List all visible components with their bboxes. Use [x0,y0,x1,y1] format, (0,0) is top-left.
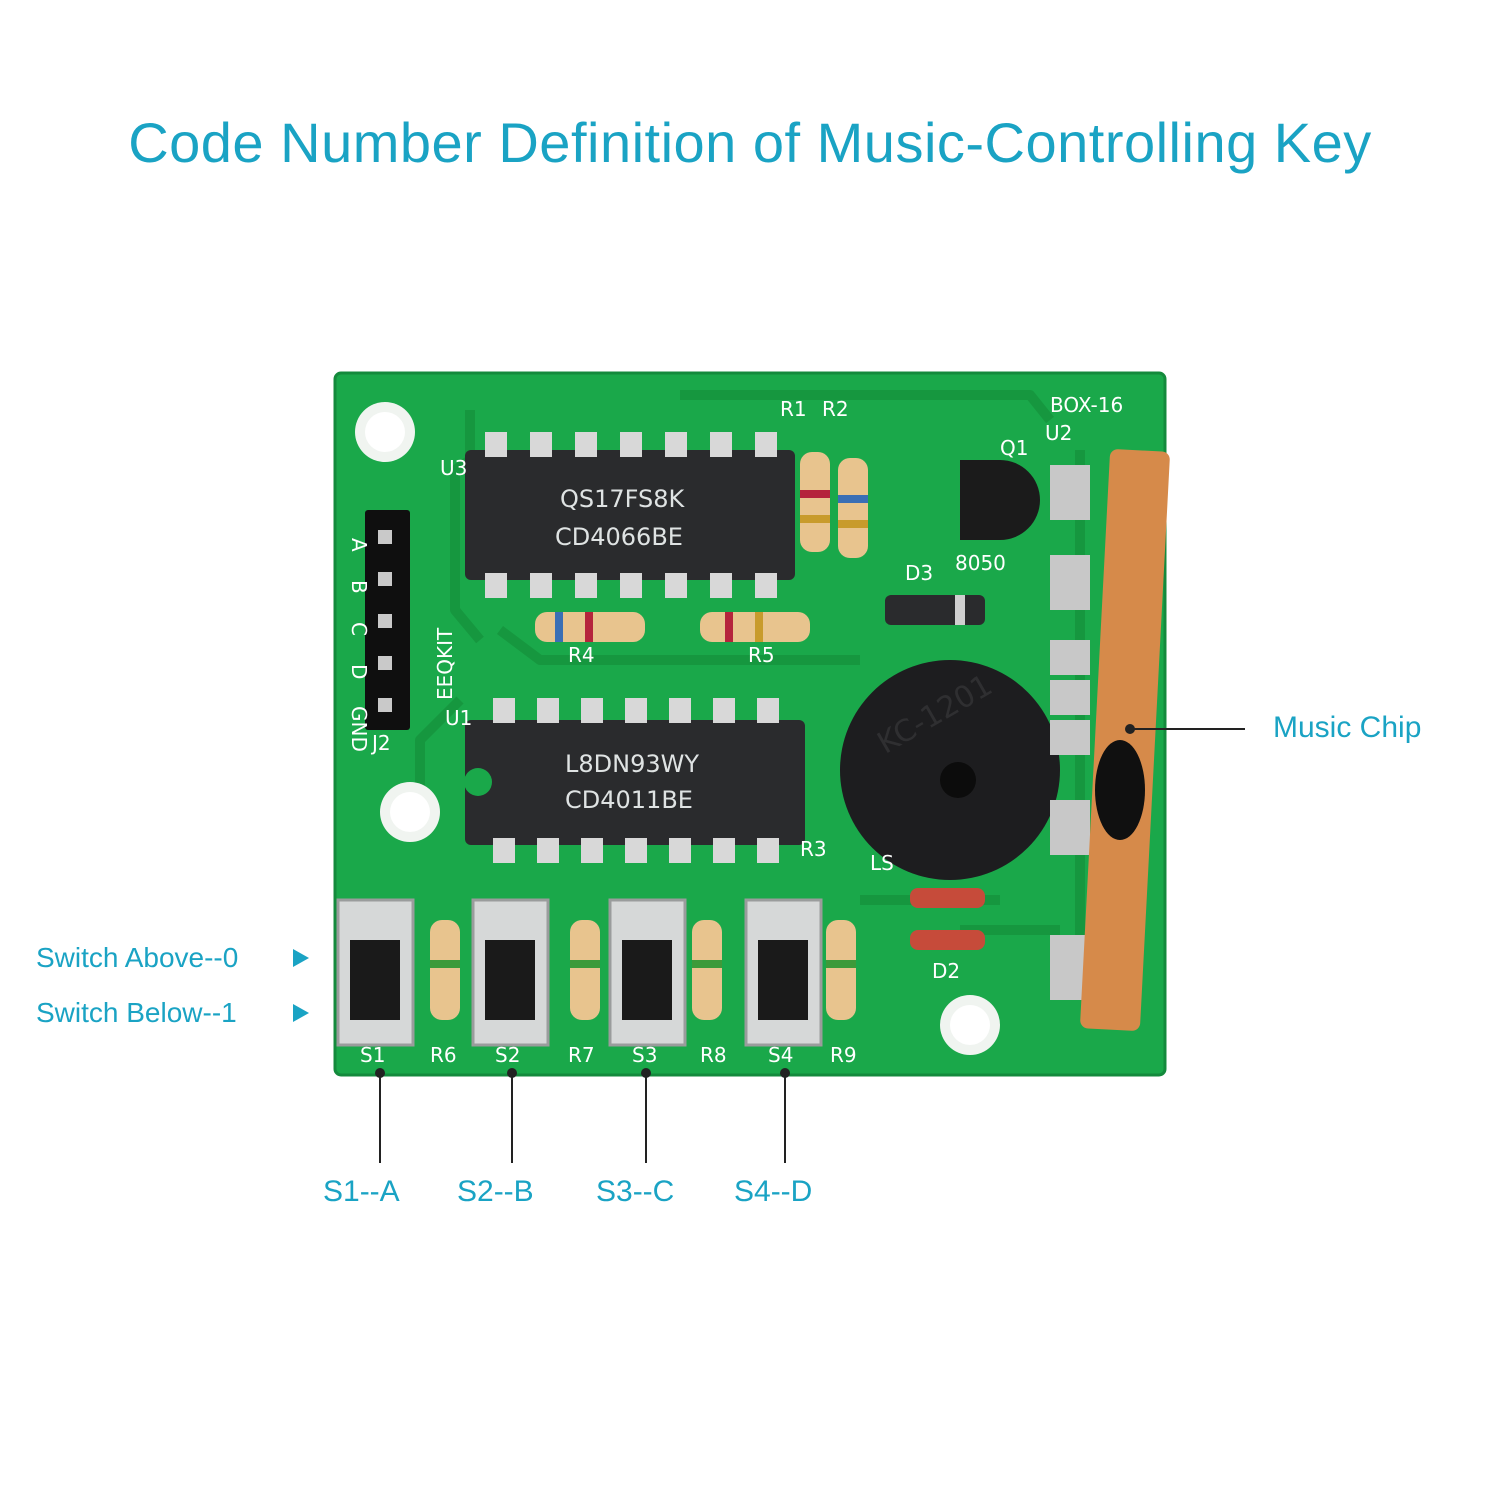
silk-ls: LS [870,851,894,875]
chip-cd4011be: L8DN93WY CD4011BE [464,698,805,863]
chip-u1-line1: L8DN93WY [565,750,699,778]
silkscreen-labels: U3 U1 U2 BOX-16 Q1 8050 D3 D2 LS R1 R2 R… [347,393,1123,1067]
music-chip-module [1050,449,1170,1031]
music-chip-label: Music Chip [1273,711,1422,744]
silk-r1: R1 [780,397,807,421]
silk-r5: R5 [748,643,775,667]
silk-s4: S4 [768,1043,793,1067]
chip-cd4066be: QS17FS8K CD4066BE [465,432,795,598]
slide-switches [336,898,823,1047]
diodes-d1-d2 [910,888,985,950]
silk-s3: S3 [632,1043,657,1067]
legend-switch-above: Switch Above--0 [36,942,239,973]
transistor-q1 [960,460,1040,540]
silk-header-label: C [347,622,371,636]
silk-q1: Q1 [1000,436,1028,460]
silk-u3: U3 [440,456,467,480]
silk-r2: R2 [822,397,849,421]
s3-leader-line [645,1073,647,1163]
silk-box: BOX-16 [1050,393,1123,417]
silk-u2: U2 [1045,421,1072,445]
silk-s2: S2 [495,1043,520,1067]
chip-u1-line2: CD4011BE [565,786,693,814]
silk-header-label: GND [347,706,371,752]
mounting-holes [355,402,1000,1055]
silk-header-label: A [347,538,371,552]
header-j2 [365,510,410,730]
silk-q1-part: 8050 [955,551,1006,575]
silk-s1: S1 [360,1043,385,1067]
s2-label: S2--B [457,1175,534,1208]
chip-u3-line2: CD4066BE [555,523,683,551]
resistors-r1-r2 [800,452,868,558]
resistors-r6-r9 [430,920,856,1020]
silk-header-labels: A B C D GND [347,538,371,752]
silk-r3: R3 [800,837,827,861]
silk-r4: R4 [568,643,595,667]
silk-r8: R8 [700,1043,727,1067]
legend-arrow-below-icon [293,1004,309,1022]
s1-label: S1--A [323,1175,400,1208]
silk-r7: R7 [568,1043,595,1067]
silk-header-label: D [347,664,371,679]
legend-switch-below: Switch Below--1 [36,997,237,1028]
silk-d3: D3 [905,561,933,585]
chip-u3-line1: QS17FS8K [560,485,686,513]
s1-leader-line [379,1073,381,1163]
music-chip-leader-dot [1125,724,1135,734]
music-chip-leader-line [1130,728,1245,730]
silk-u1: U1 [445,706,472,730]
silk-r6: R6 [430,1043,457,1067]
silk-brand: EEQKIT [433,627,457,700]
silk-header-label: B [347,580,371,594]
buzzer-ls: KC-1201 [840,660,1060,880]
s4-label: S4--D [734,1175,813,1208]
diode-d3 [885,595,985,625]
silk-r9: R9 [830,1043,857,1067]
silk-j2: J2 [370,731,391,755]
page-title: Code Number Definition of Music-Controll… [128,111,1372,174]
s2-leader-line [511,1073,513,1163]
s3-label: S3--C [596,1175,675,1208]
resistors-r4-r5 [535,612,810,642]
s4-leader-line [784,1073,786,1163]
silk-d2: D2 [932,959,960,983]
legend-arrow-above-icon [293,949,309,967]
